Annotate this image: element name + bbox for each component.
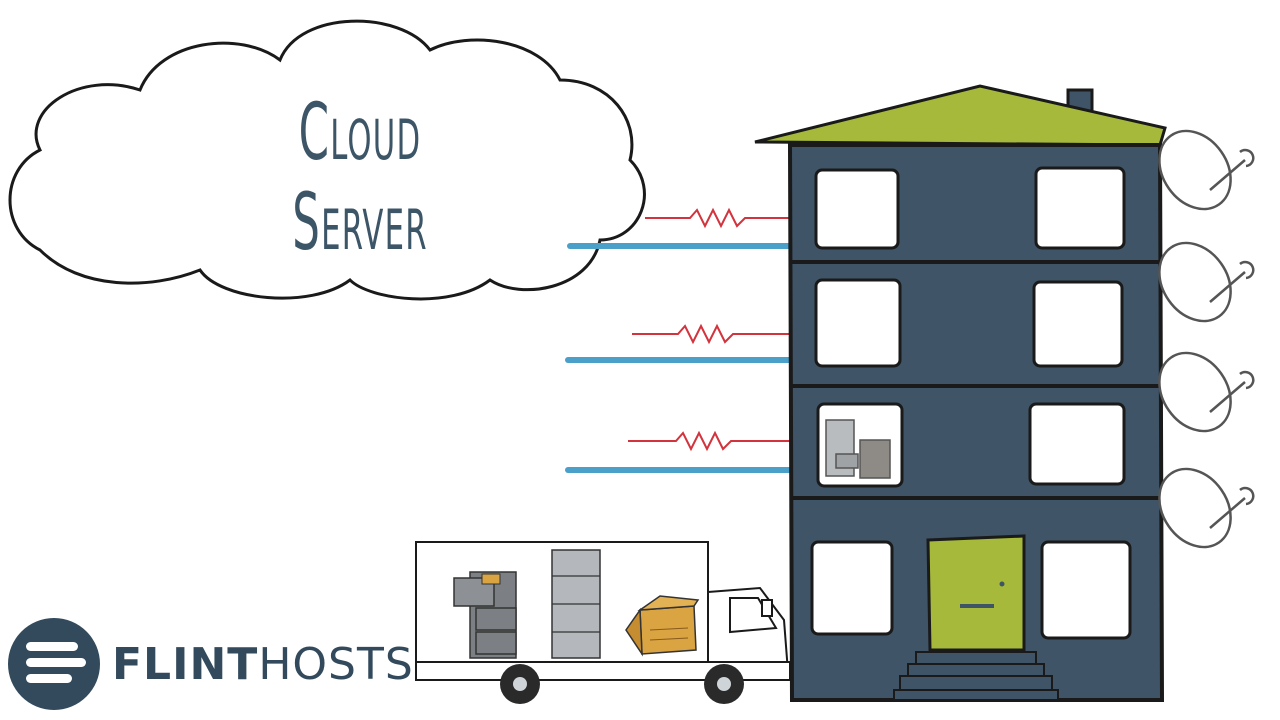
resistor-icon [632,323,795,345]
window [1040,540,1132,640]
brand-wordmark: FLINTHOSTS [112,639,414,690]
brand-name-bold: FLINT [112,638,259,690]
moving-truck-icon [415,541,791,704]
window [1032,280,1124,368]
cardboard-box-icon [625,595,700,657]
building-icon [754,84,1255,702]
window [1034,166,1126,250]
filing-cabinet-icon [453,571,517,659]
logo-mark-icon [8,618,100,710]
brand-name-light: HOSTS [258,638,414,690]
filing-cabinet-icon [551,549,601,659]
satellite-dish-icon [1158,467,1255,549]
satellite-dish-icon [1158,129,1255,211]
resistor-icon [628,430,795,452]
flinthosts-logo: FLINTHOSTS [8,616,414,712]
window [814,168,900,250]
filing-cabinet-icon [825,419,891,479]
door-icon [926,534,1026,652]
cloud-icon [8,19,646,301]
satellite-dish-icon [1158,241,1255,323]
satellite-dish-icon [1158,351,1255,433]
window [810,540,894,636]
cloud-server-title: Cloud Server [292,88,428,268]
steps [893,651,1059,701]
resistor-icon [645,207,795,229]
connection-lines [565,207,798,473]
window [1028,402,1126,486]
window [814,278,902,368]
